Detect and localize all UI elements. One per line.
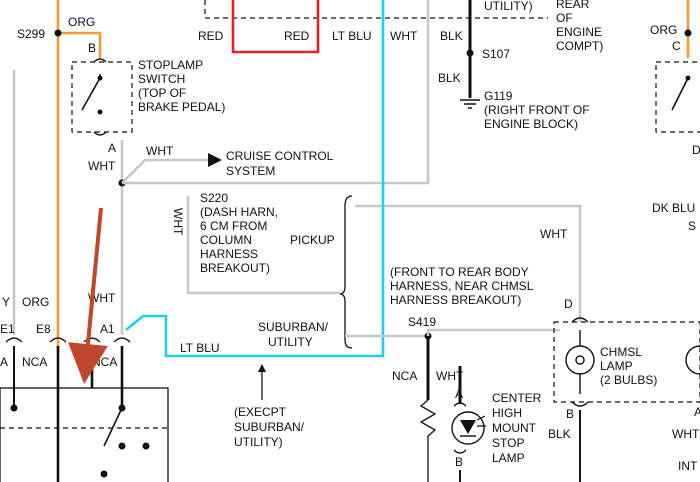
label-engine-compt: REAR OF ENGINE COMPT) — [556, 0, 605, 53]
label-lt-blu-bottom: LT BLU — [180, 341, 220, 355]
label-blk-lamp: BLK — [548, 427, 571, 441]
lt-blu-wire — [125, 0, 385, 358]
resistor-icon — [419, 399, 437, 482]
label-pin-a: A — [108, 141, 116, 155]
label-s299: S299 — [17, 27, 45, 41]
s299-junction — [54, 29, 62, 37]
label-a-right: A — [694, 405, 700, 419]
label-e8: E8 — [36, 322, 51, 336]
label-pin-d: D — [564, 297, 573, 311]
label-y-left: Y — [2, 295, 10, 309]
label-d-right: D — [692, 143, 700, 157]
except-pointer-arrow-icon — [258, 364, 266, 372]
label-stoplamp-switch: STOPLAMP SWITCH (TOP OF BRAKE PEDAL) — [138, 58, 225, 114]
connector-e8-icon — [49, 337, 67, 343]
center-lamp-icon — [451, 402, 486, 454]
label-s419: S419 — [408, 315, 436, 329]
right-junction — [684, 29, 692, 37]
label-lt-blu-top: LT BLU — [332, 29, 372, 43]
label-org-right: ORG — [650, 23, 677, 37]
switch-connector-top-icon — [93, 58, 107, 63]
label-nca-419: NCA — [392, 369, 417, 383]
label-pin-b3: B — [455, 455, 463, 469]
switch-blade — [81, 77, 101, 111]
switch-connector-bottom-icon — [93, 131, 107, 136]
right-switch-box — [655, 61, 700, 133]
annotation-arrow-icon — [68, 207, 108, 384]
wht-main-wire — [122, 0, 430, 185]
label-g119: G119 (RIGHT FRONT OF ENGINE BLOCK) — [484, 89, 593, 131]
top-partial-box — [204, 0, 548, 19]
label-int: INT — [678, 459, 698, 473]
label-s220: S220 (DASH HARN, 6 CM FROM COLUMN HARNES… — [200, 191, 281, 275]
label-dk-blu: DK BLU — [652, 201, 695, 215]
label-cruise-control: CRUISE CONTROL SYSTEM — [226, 149, 336, 178]
label-center-lamp: CENTER HIGH MOUNT STOP LAMP — [492, 391, 545, 465]
module-switch-blade — [103, 407, 123, 447]
connector-a1-icon — [113, 337, 131, 343]
label-s107: S107 — [482, 47, 510, 61]
label-org-top: ORG — [68, 15, 95, 29]
label-wht-split: WHT — [146, 144, 174, 158]
chmsl-connector-bottom-icon — [571, 401, 589, 407]
chmsl-lamp-2-icon — [685, 345, 700, 375]
label-red-right: RED — [284, 29, 310, 43]
label-org-left: ORG — [22, 295, 49, 309]
orange-to-switch — [58, 31, 102, 58]
label-s-partial: S — [688, 219, 696, 233]
label-blk-mid: BLK — [438, 71, 461, 85]
chmsl-connector-top-icon — [571, 317, 589, 323]
label-nca-left: NCA — [22, 355, 47, 369]
connector-e1-icon — [5, 337, 23, 343]
label-blk-top: BLK — [440, 29, 463, 43]
red-wire — [231, 0, 320, 54]
wht-to-cruise — [121, 158, 208, 184]
ground-symbol-icon — [460, 99, 480, 109]
module-box — [0, 387, 169, 482]
label-pin-a2: A — [455, 387, 463, 401]
label-utility-top: UTILITY) — [484, 0, 533, 13]
label-pin-b2: B — [566, 407, 574, 421]
label-wht-a1: WHT — [88, 291, 116, 305]
label-wht-right: WHT — [540, 227, 568, 241]
label-wht-419: WHT — [436, 369, 464, 383]
switch-contact-bottom — [97, 109, 103, 115]
label-pin-c: C — [672, 39, 681, 53]
label-except-note: (EXECPT SUBURBAN/ UTILITY) — [234, 405, 307, 449]
label-chmsl-lamp: CHMSL LAMP (2 BULBS) — [600, 345, 657, 387]
label-e1: E1 — [0, 322, 15, 336]
label-a-left: A — [0, 355, 8, 369]
wht-right-wire — [355, 204, 582, 322]
label-pickup: PICKUP — [290, 233, 335, 247]
label-a1: A1 — [100, 322, 115, 336]
connector-nca-icon — [83, 337, 101, 343]
label-pin-b: B — [88, 41, 96, 55]
label-nca-mid: NCA — [92, 355, 117, 369]
label-wht-top: WHT — [390, 29, 418, 43]
wht-pickup-wire — [186, 196, 340, 295]
cruise-arrow-icon — [208, 153, 222, 167]
option-bracket — [339, 195, 353, 349]
label-suburban-utility: SUBURBAN/ UTILITY — [258, 320, 331, 349]
chmsl-lamp-icon — [565, 330, 595, 394]
label-wht-a: WHT — [88, 159, 116, 173]
wht-s419-to-chmsl — [426, 328, 560, 336]
label-wht-far-right: WHT — [672, 427, 700, 441]
stoplamp-switch-box — [71, 61, 133, 133]
label-wht-vertical: WHT — [171, 208, 185, 236]
s107-junction — [466, 49, 474, 57]
label-front-to-rear: (FRONT TO REAR BODY HARNESS, NEAR CHMSL … — [390, 265, 536, 307]
label-red-left: RED — [198, 29, 224, 43]
chmsl-box — [553, 321, 700, 403]
